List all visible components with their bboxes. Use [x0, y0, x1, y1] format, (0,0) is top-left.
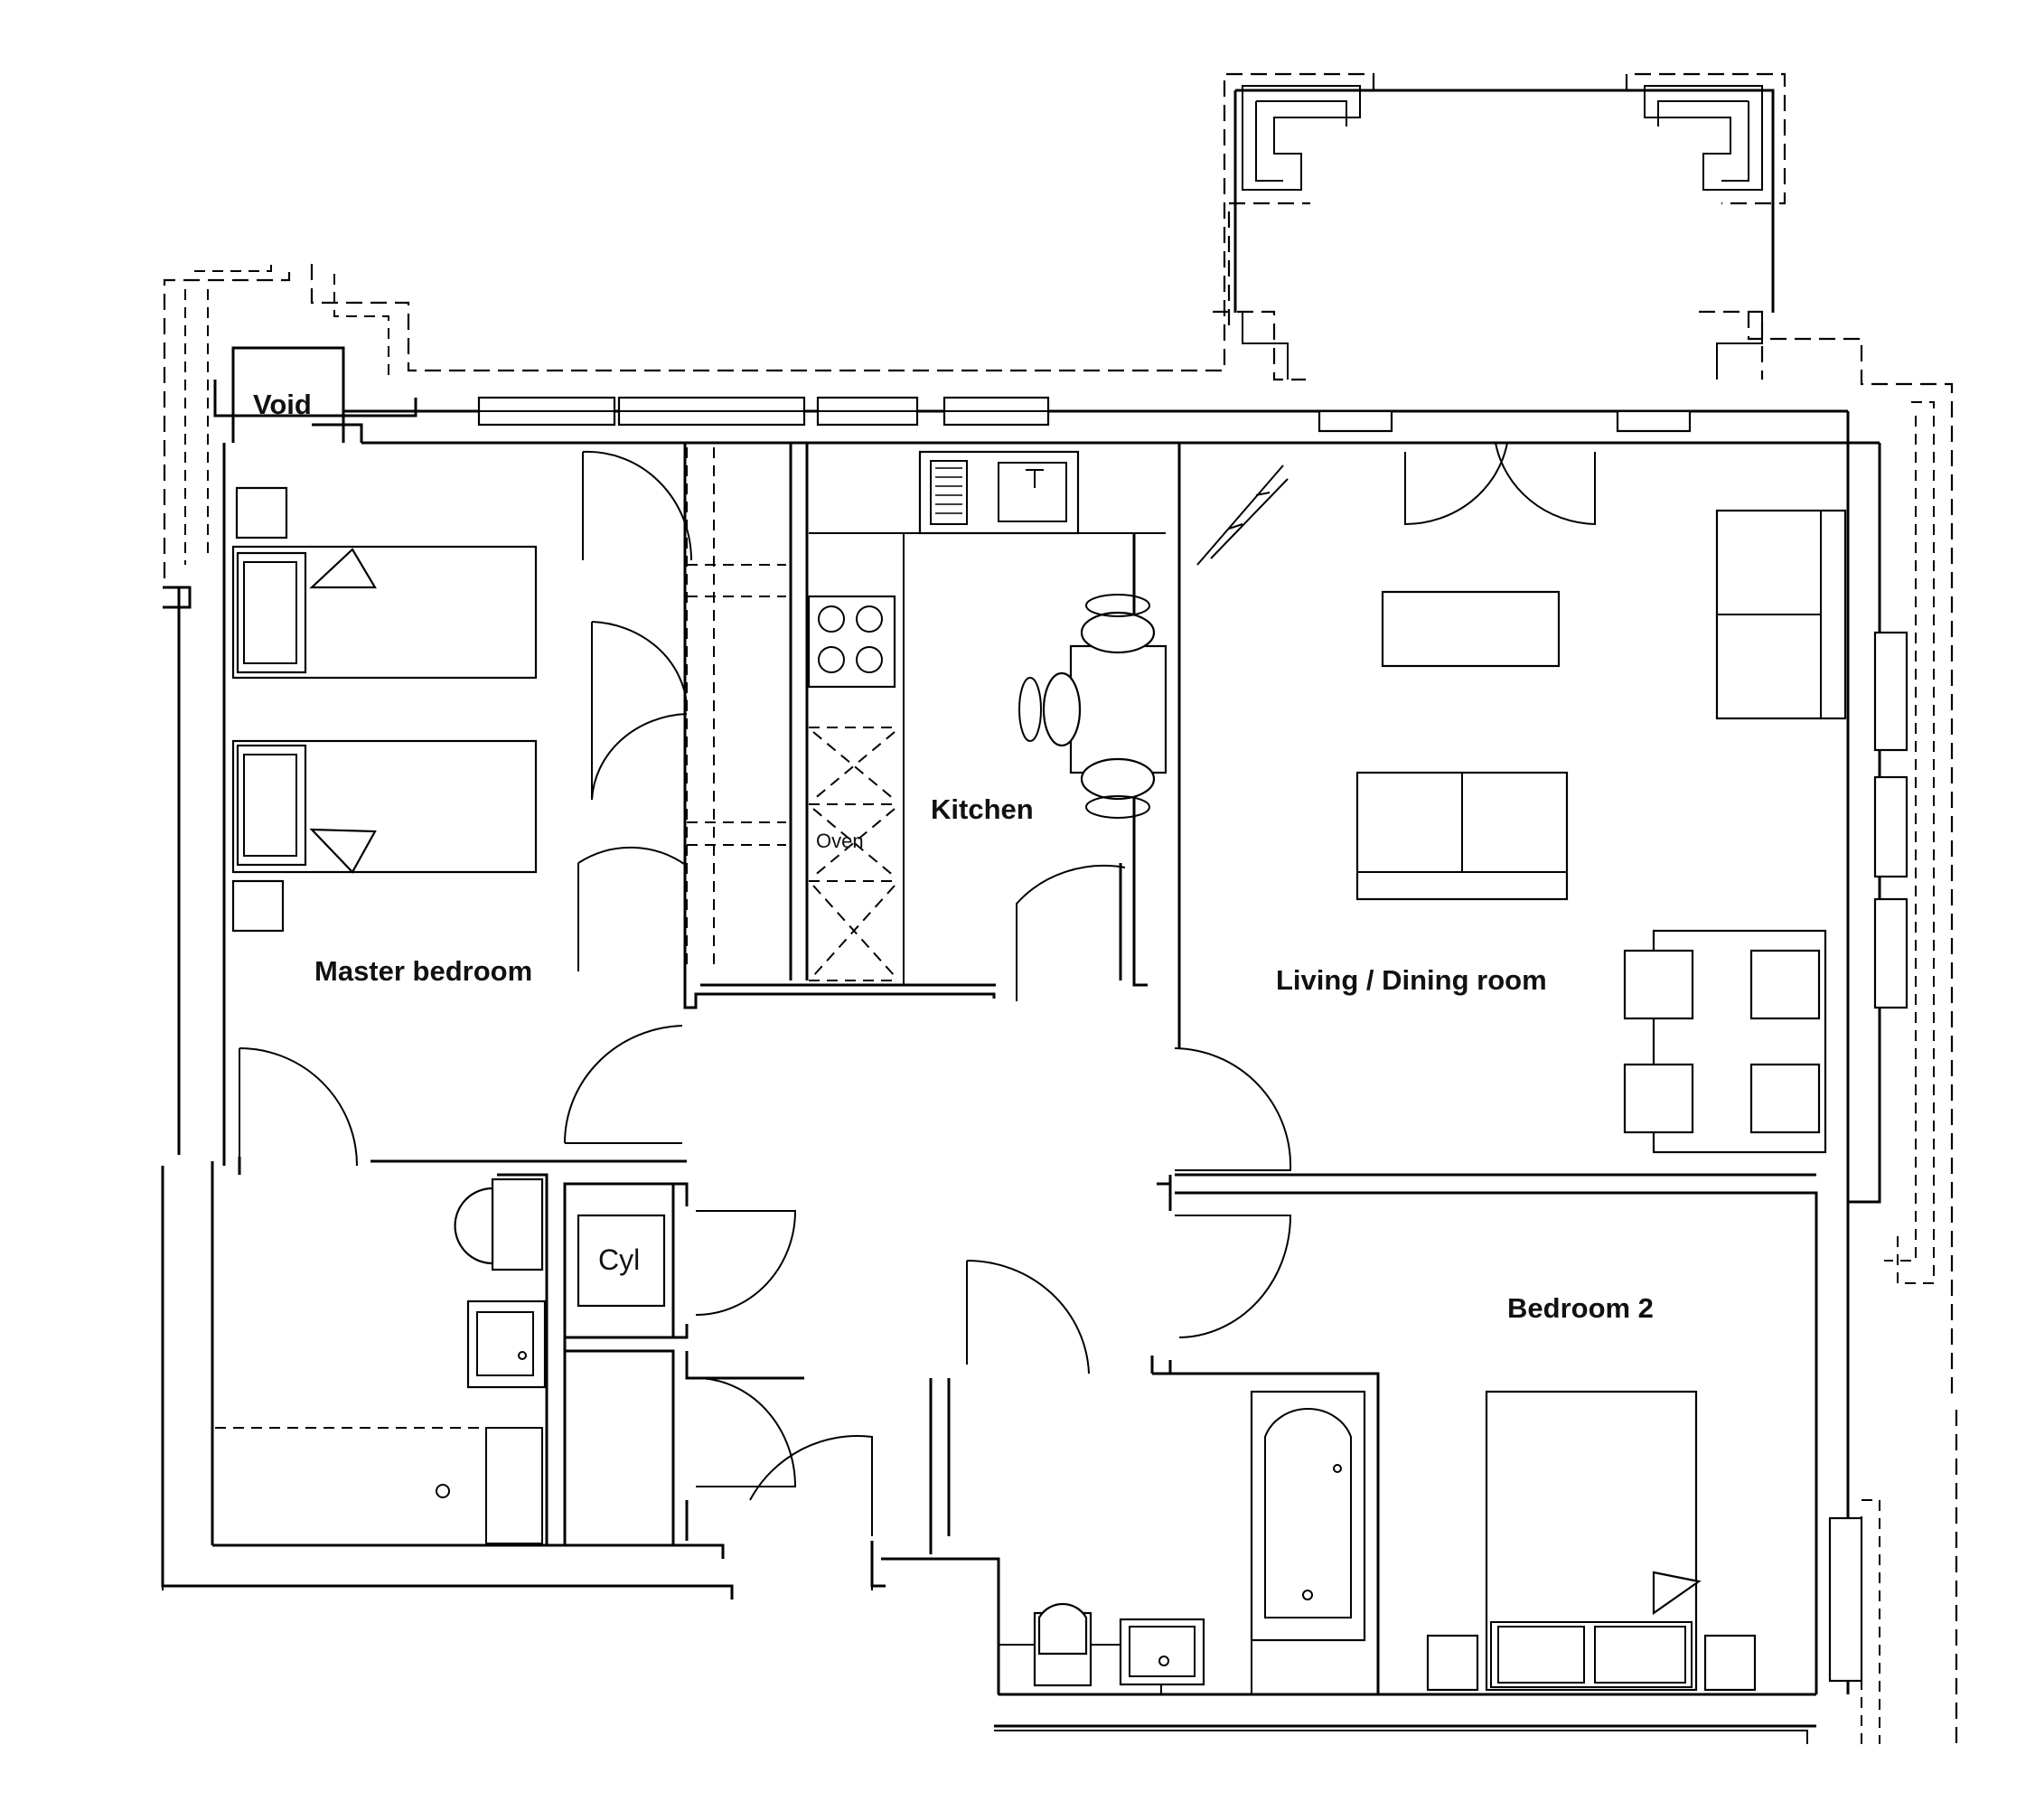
kitchen-table: [1069, 644, 1168, 774]
kitchen-label: Kitchen: [931, 793, 1034, 825]
kitchen-fittings: Oven Kitchen: [807, 450, 1289, 985]
cylinder: [577, 1214, 666, 1308]
living-dining-furniture: Living / Dining room: [1276, 509, 1847, 1154]
coffee-table: [1381, 590, 1561, 668]
bedroom2-furniture: Bedroom 2: [1426, 1292, 1757, 1692]
master-ensuite: [215, 1177, 547, 1544]
living-dining-label: Living / Dining room: [1276, 964, 1547, 996]
main-bathroom: [998, 1390, 1366, 1695]
oven-label: Oven: [816, 830, 864, 852]
bedroom2-label: Bedroom 2: [1507, 1292, 1654, 1324]
cylinder-label: Cyl: [598, 1243, 640, 1276]
internal-walls: [211, 443, 1818, 1694]
balcony: [1233, 85, 1775, 380]
master-bedroom-furniture: [231, 447, 786, 971]
void-label: Void: [253, 389, 312, 420]
door-swings: [239, 442, 1596, 1536]
double-bed: [1485, 1390, 1698, 1692]
master-bedroom-label: Master bedroom: [314, 955, 532, 987]
cylinder-cupboard: Cyl: [577, 1214, 666, 1308]
ensuite-basin: [466, 1299, 547, 1389]
bathroom-basin: [1119, 1618, 1205, 1686]
